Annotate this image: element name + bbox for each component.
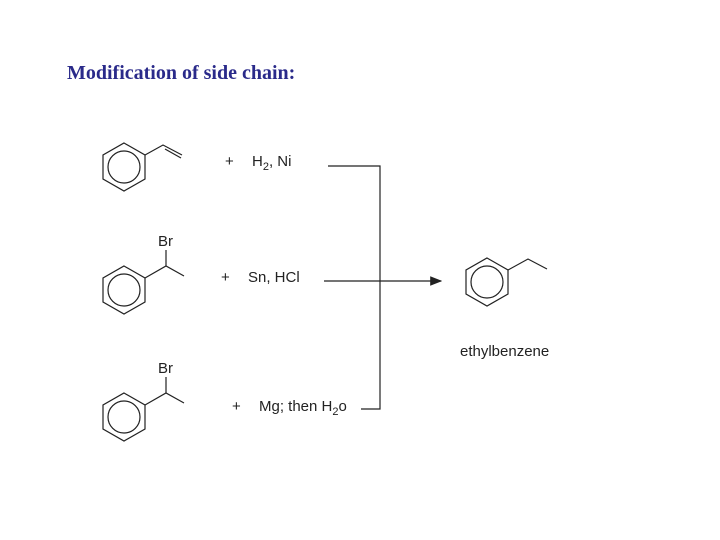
connector-lines [324, 165, 443, 410]
bromoethylbenzene-structure-1 [102, 250, 185, 315]
styrene-structure [102, 142, 183, 192]
reagent-1: H2, Ni [252, 153, 291, 173]
plus-sign-1: + [225, 153, 234, 170]
product-label: ethylbenzene [460, 343, 549, 360]
ethylbenzene-structure [465, 257, 548, 307]
plus-sign-3: + [232, 398, 241, 415]
bromoethylbenzene-structure-2 [102, 377, 185, 442]
slide-title: Modification of side chain: [67, 62, 296, 84]
plus-sign-2: + [221, 269, 230, 286]
bromo-label-1: Br [158, 233, 173, 250]
reagent-3: Mg; then H2o [259, 398, 347, 418]
bromo-label-2: Br [158, 360, 173, 377]
reagent-2: Sn, HCl [248, 269, 300, 286]
